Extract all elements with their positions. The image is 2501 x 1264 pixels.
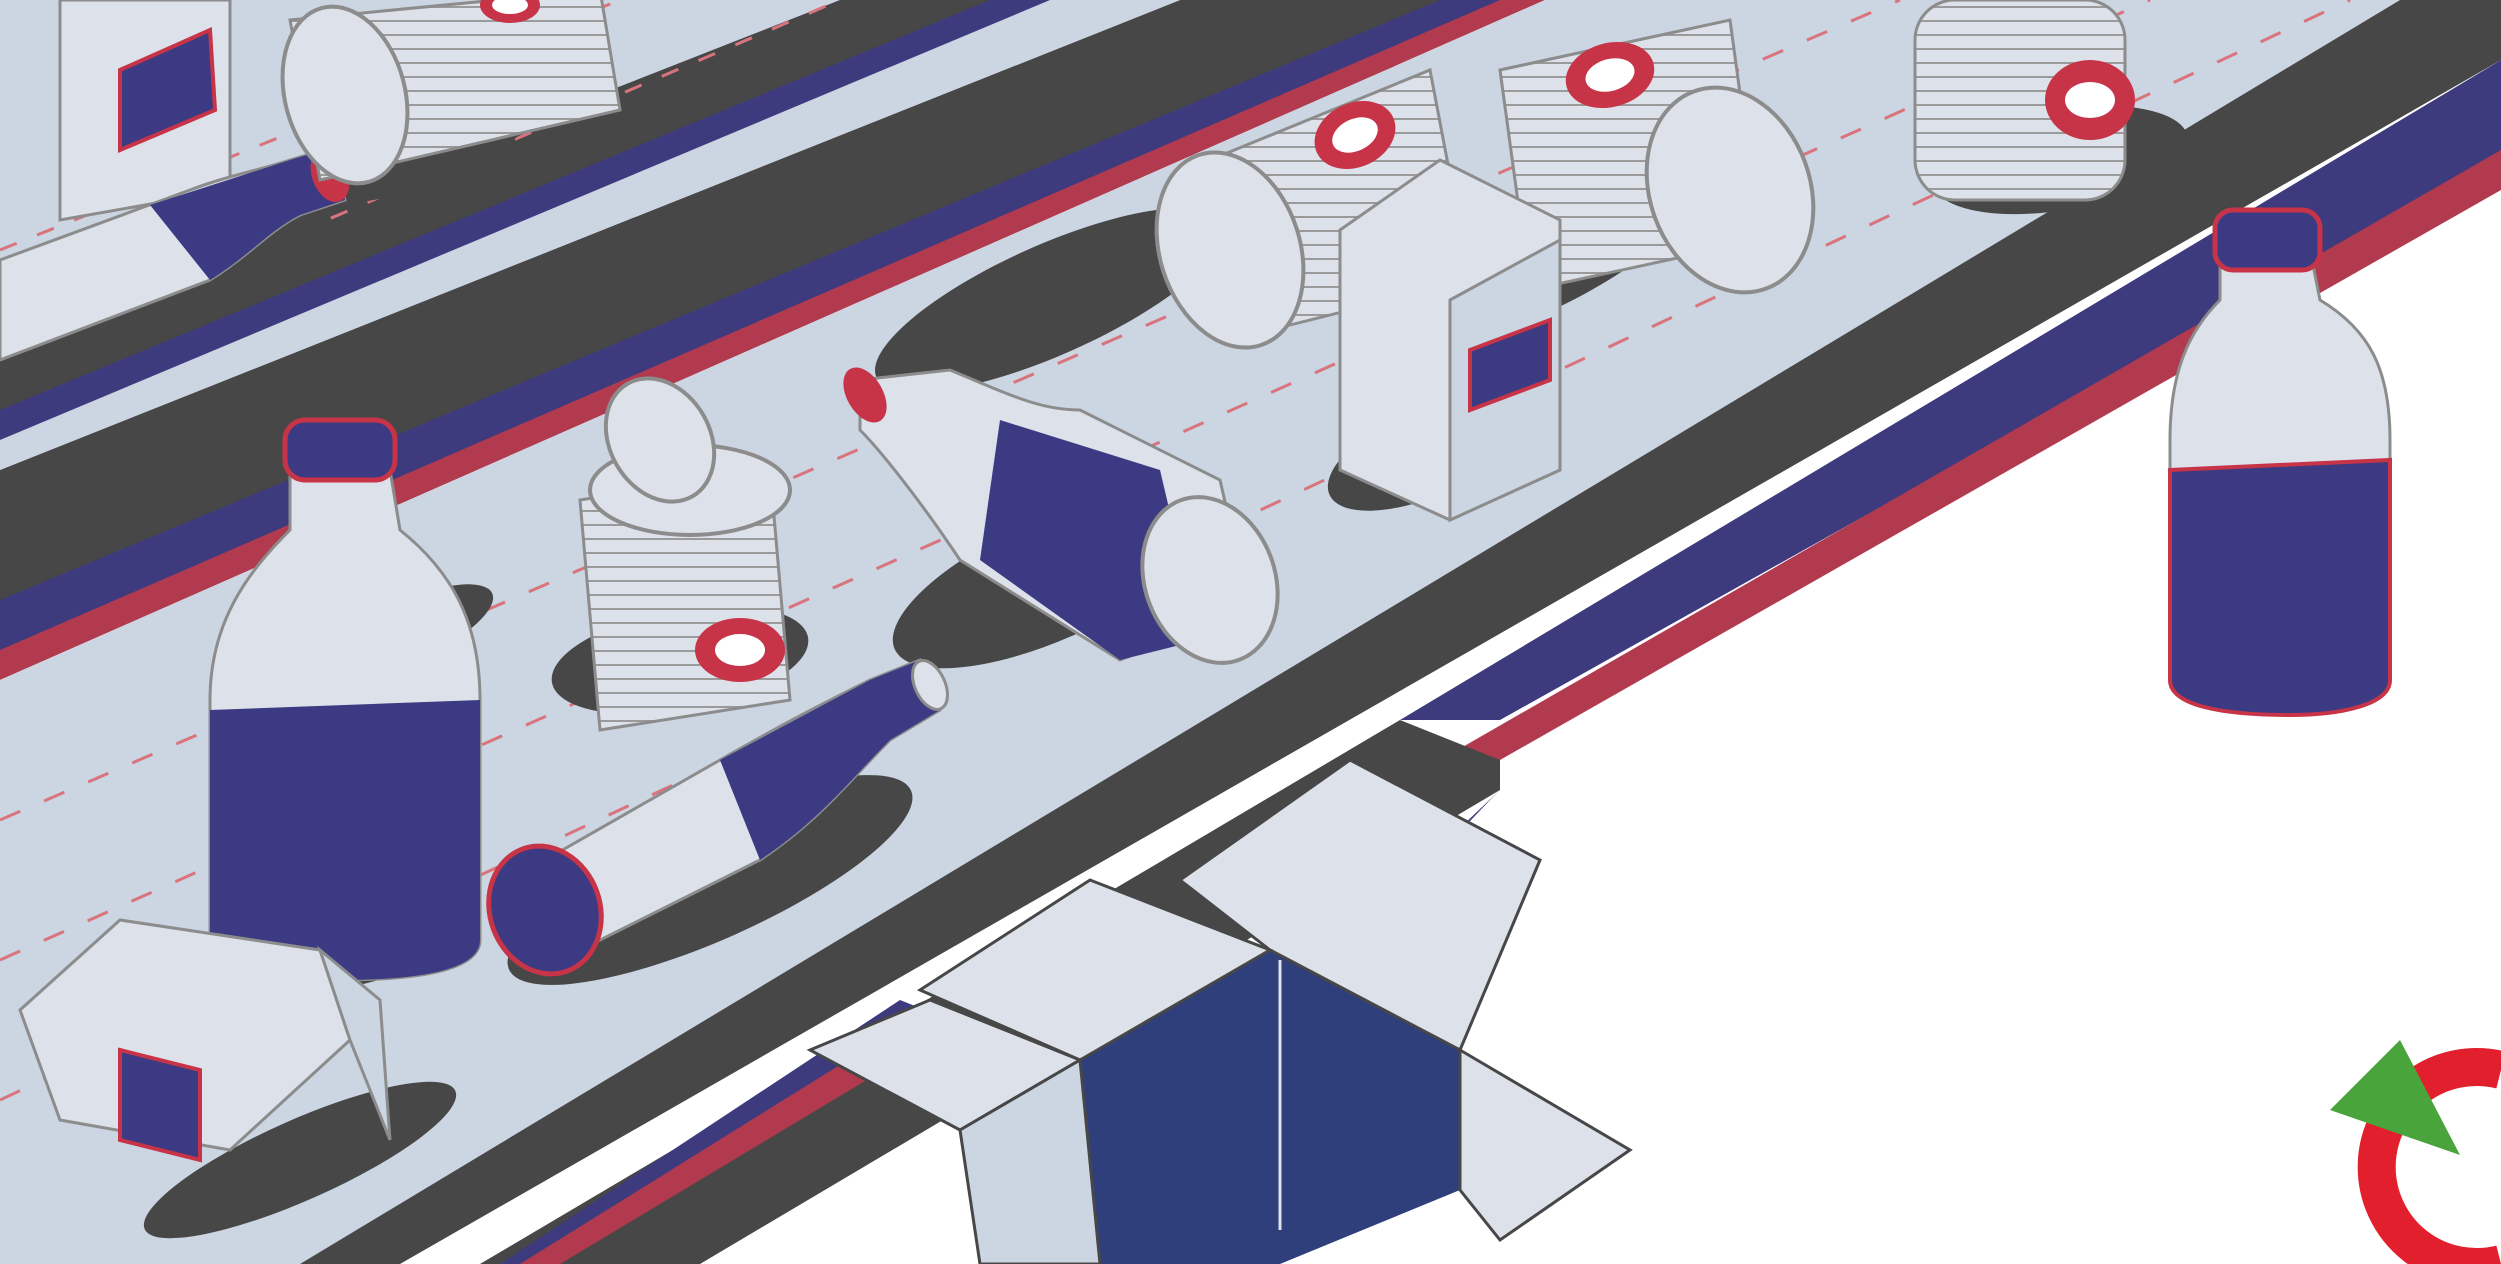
glass-bottle: [2168, 207, 2392, 718]
main-belt-dark-rail: [300, 0, 2501, 1264]
tin-can: [1498, 18, 1816, 295]
tin-can: [280, 0, 622, 186]
glass-bottle: [486, 658, 949, 977]
milk-carton: [1338, 158, 1562, 523]
glass-bottle: [208, 417, 482, 982]
milk-carton: [58, 0, 232, 222]
glass-bottle: [843, 367, 1280, 665]
open-cardboard-box: [806, 758, 1633, 1264]
milk-carton: [18, 918, 392, 1163]
tin-can: [578, 376, 792, 732]
tin-can: [1913, 0, 2135, 202]
recycle-arrow-logo-icon: [2330, 1040, 2501, 1264]
